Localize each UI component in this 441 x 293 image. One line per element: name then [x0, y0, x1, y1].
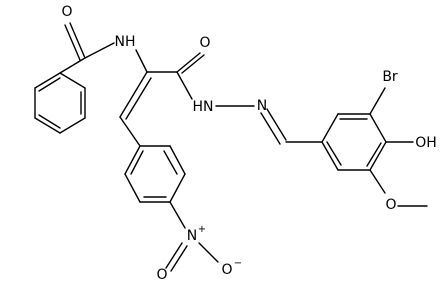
acrylamide-backbone — [119, 49, 205, 120]
atom-br: Br — [382, 69, 398, 85]
substituted-phenyl-ring — [321, 113, 387, 171]
atom-oh: OH — [415, 135, 437, 151]
atom-o-methoxy: O — [385, 197, 396, 213]
atom-nh-amide: NH — [115, 34, 136, 50]
nitrophenyl-ring — [119, 116, 186, 203]
atom-hn-hydrazide: HN — [193, 99, 214, 115]
hydrazone-linkage — [215, 105, 323, 145]
benzoyl-phenyl-ring — [34, 72, 86, 134]
nitro-group — [165, 201, 219, 272]
atom-o-benzoyl: O — [61, 4, 72, 20]
charge-o-nitro-minus: − — [234, 258, 242, 269]
atom-n-imine: N — [257, 98, 267, 114]
atom-n-nitro: N — [187, 228, 197, 244]
atom-o-nitro-right: O — [221, 262, 232, 278]
charge-n-nitro-plus: + — [198, 224, 206, 235]
benzoyl-carbonyl — [59, 22, 115, 74]
atom-o-hydrazide: O — [199, 35, 210, 51]
ring-substituents — [369, 87, 428, 207]
atom-o-nitro-left: O — [156, 267, 167, 283]
